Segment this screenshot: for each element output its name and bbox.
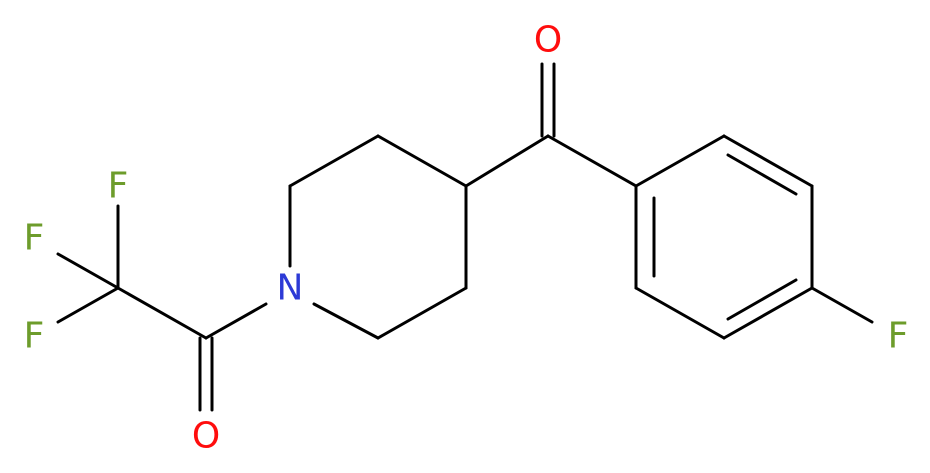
bond-cf3-carbonyl	[116, 286, 208, 340]
atom-o-amide: O	[192, 416, 220, 457]
atom-f-bottom: F	[24, 316, 45, 357]
bond-ketone-aryl	[546, 134, 638, 188]
atom-f-left: F	[24, 218, 45, 259]
bond-cf3-f-bottom	[56, 286, 120, 324]
bond-c3-c4	[376, 134, 468, 188]
bond-c4-ketone	[464, 134, 550, 188]
atom-labels: F F F O N O F	[24, 20, 909, 457]
bond-carbonyl-n	[204, 302, 268, 340]
bond-lines	[56, 62, 874, 412]
bond-c5-c6	[376, 286, 468, 340]
bond-ar5-ar6	[634, 286, 726, 340]
atom-f-aryl: F	[888, 316, 909, 357]
bond-c2-c3	[288, 134, 380, 188]
bond-aromatic-inner-2	[726, 278, 798, 321]
atom-n-ring: N	[277, 268, 304, 309]
bond-cf3-f-left	[56, 252, 120, 290]
bond-c6-n	[312, 302, 380, 340]
bond-ar4-ar5	[722, 286, 814, 340]
bond-aryl-f	[810, 286, 874, 324]
bond-aromatic-inner-1	[726, 153, 798, 196]
bond-ar2-ar3	[722, 134, 814, 188]
atom-o-ketone: O	[534, 20, 562, 61]
bond-ar1-ar2	[634, 134, 726, 188]
atom-f-top: F	[108, 166, 129, 207]
